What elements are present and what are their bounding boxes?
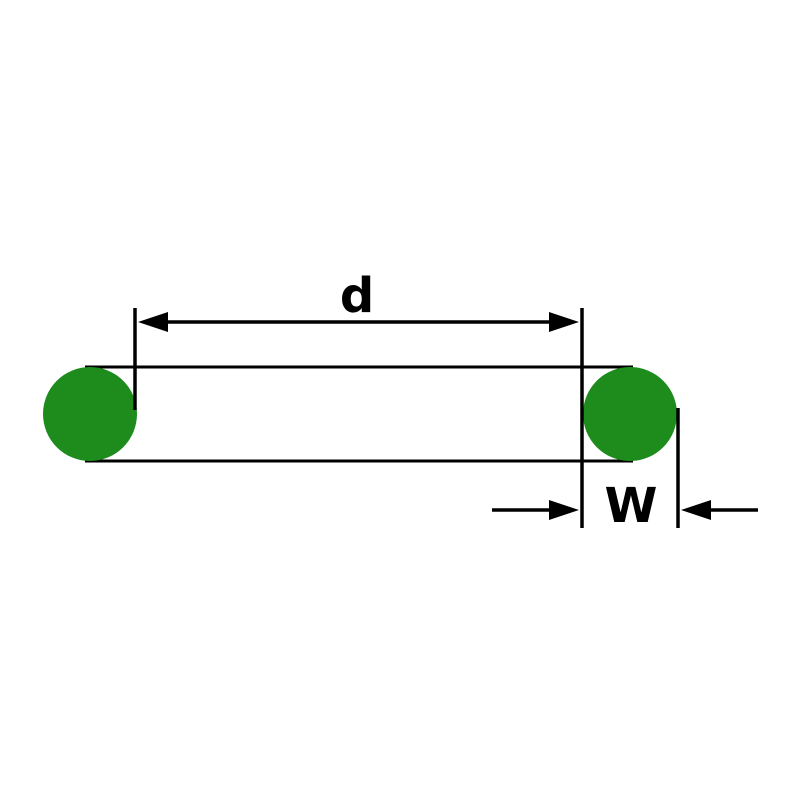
cross-section-width-label: W: [605, 478, 658, 534]
dimension-d-arrowhead-left: [138, 312, 168, 332]
dimension-d-arrow: [138, 312, 579, 332]
dimension-d-arrowhead-right: [549, 312, 579, 332]
o-ring-cross-section-right: [583, 367, 677, 461]
inner-diameter-label: d: [340, 268, 374, 324]
o-ring-cross-section-left: [43, 367, 137, 461]
dimension-w-arrowhead-left: [549, 500, 579, 520]
dimension-w-arrowhead-right: [681, 500, 711, 520]
dimension-w-arrows: [492, 500, 758, 520]
